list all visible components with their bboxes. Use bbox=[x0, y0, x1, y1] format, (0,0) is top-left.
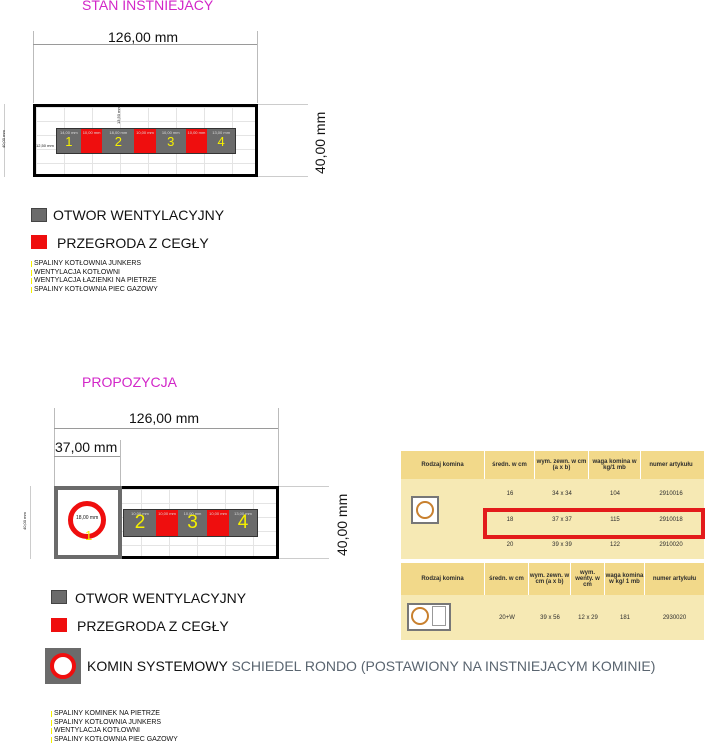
list-item: SPALINY KOTŁOWNIA JUNKERS bbox=[51, 719, 178, 728]
table-row: 20+W 39 x 56 12 x 29 181 2930020 bbox=[499, 615, 687, 621]
dimension-tick-right bbox=[257, 31, 258, 103]
legend-vent-label: OTWOR WENTYLACYJNY bbox=[53, 207, 225, 223]
existing-left-gap-label: 12,50 mm bbox=[36, 143, 54, 148]
vent-shaft-icon bbox=[432, 606, 446, 626]
existing-wall bbox=[33, 104, 258, 177]
list-item: SPALINY KOTŁOWNIA PIEC GAZOWY bbox=[31, 286, 158, 295]
table-header: waga komina w kg/ 1 mb bbox=[605, 563, 645, 595]
chimney-diameter-label: 18,00 mm bbox=[76, 515, 99, 521]
proposal-flue-list: SPALINY KOMINEK NA PIETRZE SPALINY KOTŁO… bbox=[51, 710, 178, 744]
dimension-tick-top bbox=[258, 104, 308, 105]
list-item: WENTYLACJA ŁAZIENKI NA PIETRZE bbox=[31, 277, 158, 286]
existing-flue-list: SPALINY KOTŁOWNIA JUNKERS WENTYLACJA KOT… bbox=[31, 260, 158, 294]
brick-partition-1: 10,00 mm bbox=[156, 510, 178, 536]
dimension-tick-right bbox=[278, 408, 279, 486]
table-header: wym. wenty. w cm bbox=[571, 563, 605, 595]
table-row: 18 37 x 37 115 2910018 bbox=[506, 517, 683, 523]
legend-brick-label: PRZEGRODA Z CEGŁY bbox=[57, 235, 209, 251]
product-table-2: Rodzaj komina średn. w cm wym. zewn. w c… bbox=[401, 563, 704, 640]
list-item: WENTYLACJA KOTŁOWNI bbox=[51, 727, 178, 736]
proposal-width-label: 126,00 mm bbox=[129, 410, 200, 426]
existing-height-label: 40,00 mm bbox=[312, 111, 328, 174]
legend-vent-swatch bbox=[31, 208, 47, 222]
list-item: SPALINY KOTŁOWNIA PIEC GAZOWY bbox=[51, 736, 178, 745]
dimension-tick-left bbox=[54, 408, 55, 486]
dimension-line-side bbox=[30, 486, 31, 559]
brick-partition-3: 10,00 mm bbox=[185, 129, 208, 153]
legend-brick-label: PRZEGRODA Z CEGŁY bbox=[77, 618, 229, 634]
system-chimney-block bbox=[54, 486, 122, 559]
table-header: numer artykułu bbox=[649, 462, 693, 468]
table-header: Rodzaj komina bbox=[401, 451, 485, 479]
dimension-line-width bbox=[33, 44, 257, 45]
table-header: średn. w cm bbox=[485, 451, 535, 479]
proposal-chimney-width-label: 37,00 mm bbox=[55, 439, 118, 455]
dimension-tick-bottom bbox=[279, 558, 329, 559]
chimney-flue-circle bbox=[68, 501, 106, 539]
legend-brick-swatch bbox=[51, 618, 67, 632]
list-item: SPALINY KOTŁOWNIA JUNKERS bbox=[31, 260, 158, 269]
dimension-line-width bbox=[54, 428, 278, 429]
dimension-tick-top bbox=[279, 486, 329, 487]
table-row: 20 39 x 39 122 2910020 bbox=[506, 542, 683, 548]
list-item: WENTYLACJA KOTŁOWNI bbox=[31, 269, 158, 278]
chimney-number: 1 bbox=[85, 528, 93, 543]
existing-title: STAN INSTNIEJACY bbox=[82, 0, 214, 13]
table-header: waga komina w kg/1 mb bbox=[589, 451, 641, 479]
legend-chimney-circle-icon bbox=[50, 653, 76, 679]
flue-ring-icon bbox=[411, 607, 429, 625]
dimension-tick-bottom bbox=[258, 176, 308, 177]
list-item: SPALINY KOMINEK NA PIETRZE bbox=[51, 710, 178, 719]
proposal-title: PROPOZYCJA bbox=[82, 374, 177, 390]
brick-partition-2: 10,00 mm bbox=[207, 510, 229, 536]
brick-partition-1: 10,00 mm bbox=[80, 129, 103, 153]
legend-brick-swatch bbox=[31, 235, 47, 249]
dimension-line-chimney bbox=[54, 456, 120, 457]
dimension-tick-chimney bbox=[120, 440, 121, 486]
brick-partition-2: 10,00 mm bbox=[134, 129, 156, 153]
table-header: średn. w cm bbox=[485, 563, 529, 595]
dimension-line-side bbox=[4, 104, 5, 177]
legend-chimney-label: KOMIN SYSTEMOWY SCHIEDEL RONDO (POSTAWIO… bbox=[87, 658, 656, 674]
table-header: wym. zewn. w cm (a x b) bbox=[535, 451, 589, 479]
legend-vent-label: OTWOR WENTYLACYJNY bbox=[75, 590, 247, 606]
existing-top-gap-label: 13,50 mm bbox=[116, 106, 121, 124]
product-table-1: Rodzaj komina średn. w cm wym. zewn. w c… bbox=[401, 451, 704, 559]
flue-ring-icon bbox=[416, 501, 434, 519]
table-row: 16 34 x 34 104 2910016 bbox=[506, 491, 683, 497]
proposal-height-label: 40,00 mm bbox=[334, 493, 350, 556]
table-header: wym. zewn. w cm (a x b) bbox=[529, 563, 571, 595]
existing-side-label: 40,00 mm bbox=[1, 130, 6, 148]
dimension-tick-left bbox=[33, 31, 34, 103]
table-header: Rodzaj komina bbox=[401, 563, 485, 595]
legend-vent-swatch bbox=[51, 590, 67, 604]
proposal-side-label: 40,00 mm bbox=[22, 512, 27, 530]
table-header: numer artykułu bbox=[652, 576, 697, 582]
highlight-selected-row bbox=[483, 508, 705, 539]
existing-width-label: 126,00 mm bbox=[108, 29, 179, 45]
